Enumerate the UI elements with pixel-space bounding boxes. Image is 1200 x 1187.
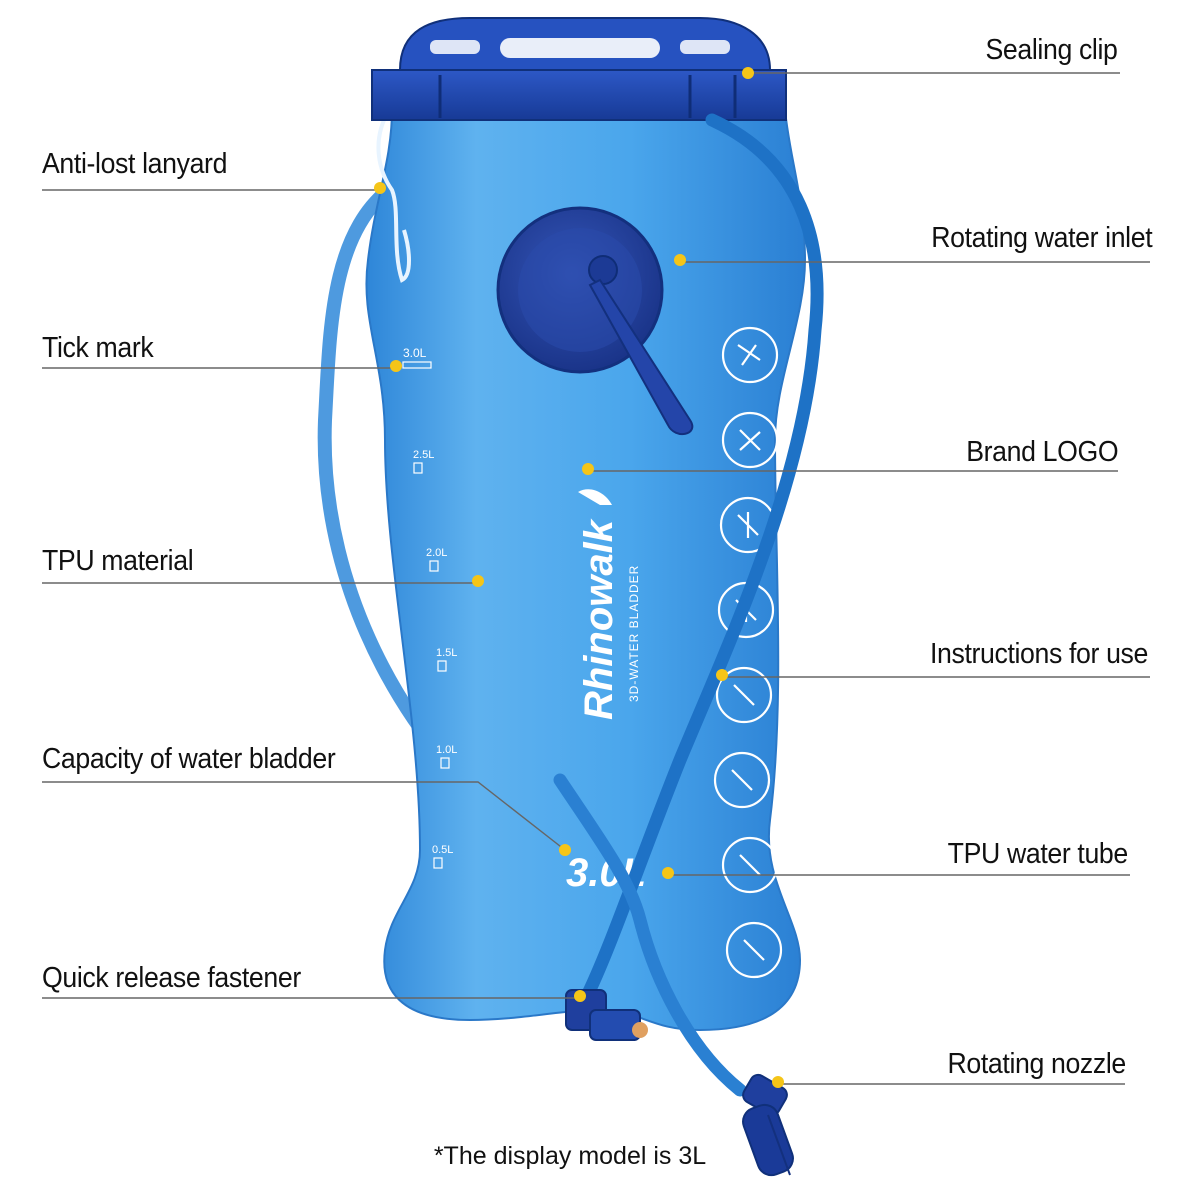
rhino-horn-icon <box>578 489 612 505</box>
callout-markers <box>374 67 784 1088</box>
tick-3-0: 3.0L <box>403 346 427 360</box>
label-anti-lost-lanyard: Anti-lost lanyard <box>42 148 228 180</box>
svg-text:2.5L: 2.5L <box>413 449 434 461</box>
label-instructions-for-use: Instructions for use <box>929 638 1148 670</box>
brand-logo-text: Rhinowalk 3D-WATER BLADDER <box>577 518 641 720</box>
display-model-caption: *The display model is 3L <box>433 1142 707 1170</box>
tick-marks: 3.0L 2.5L 2.0L 1.5L 1.0L 0.5L <box>402 346 457 869</box>
label-tpu-water-tube: TPU water tube <box>947 838 1129 870</box>
label-brand-logo: Brand LOGO <box>965 436 1118 468</box>
label-tpu-material: TPU material <box>42 545 194 577</box>
label-quick-release-fastener: Quick release fastener <box>42 962 301 994</box>
lanyard-loop <box>376 111 411 283</box>
svg-text:Rhinowalk: Rhinowalk <box>577 518 621 720</box>
svg-text:2.0L: 2.0L <box>426 547 447 559</box>
svg-text:3D-WATER BLADDER: 3D-WATER BLADDER <box>627 565 641 702</box>
svg-text:1.0L: 1.0L <box>436 744 457 756</box>
label-rotating-nozzle: Rotating nozzle <box>947 1048 1127 1080</box>
label-sealing-clip: Sealing clip <box>985 34 1118 66</box>
svg-text:0.5L: 0.5L <box>432 844 453 856</box>
svg-text:1.5L: 1.5L <box>436 647 457 659</box>
label-tick-mark: Tick mark <box>42 332 154 364</box>
leader-lines <box>42 72 1150 1085</box>
sealing-clip-shape <box>371 69 787 121</box>
label-rotating-water-inlet: Rotating water inlet <box>930 222 1152 254</box>
label-capacity-of-water-bladder: Capacity of water bladder <box>42 743 336 775</box>
